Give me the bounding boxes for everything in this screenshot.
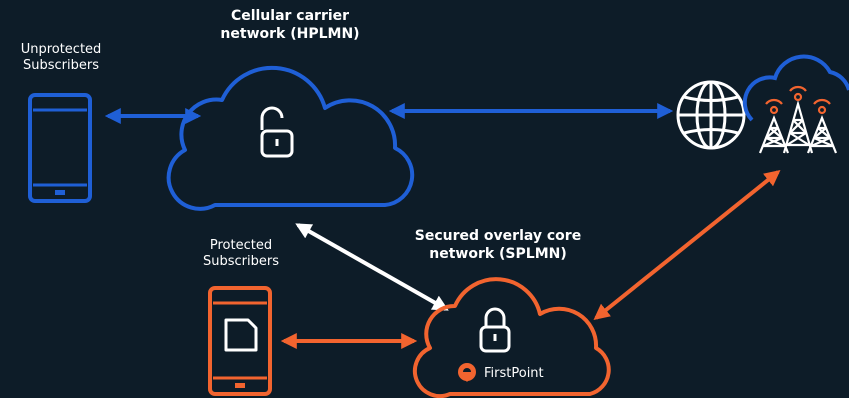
- cloud-icon: [412, 277, 611, 398]
- unprotected-label-line1: Unprotected: [20, 42, 102, 57]
- protected-label-line1: Protected: [209, 238, 273, 253]
- locked-padlock-icon: [479, 307, 511, 353]
- hplmn-label-line1: Cellular carrier: [230, 8, 350, 24]
- hplmn-splmn-arrow: [295, 223, 449, 311]
- unprotected-label: Unprotected Subscribers: [0, 42, 122, 75]
- splmn-label-line1: Secured overlay core: [414, 228, 582, 244]
- unprotected-label-line2: Subscribers: [23, 58, 99, 74]
- splmn-towers-arrow: [593, 169, 781, 321]
- sim-card-icon: [224, 318, 258, 352]
- protected-label-line2: Subscribers: [203, 254, 279, 270]
- firstpoint-logo-icon: [458, 363, 476, 382]
- cell-tower-icon: [758, 85, 838, 154]
- unlocked-padlock-icon: [260, 106, 294, 158]
- protected-label: Protected Subscribers: [180, 238, 302, 271]
- splmn-label: Secured overlay core network (SPLMN): [398, 228, 598, 263]
- phone-icon: [28, 93, 92, 203]
- globe-icon: [676, 80, 746, 150]
- hplmn-label-line2: network (HPLMN): [220, 25, 360, 42]
- cloud-icon: [166, 65, 415, 211]
- towers-cloud-icon: [742, 54, 849, 122]
- splmn-label-line2: network (SPLMN): [429, 245, 567, 262]
- brand-name: FirstPoint: [484, 366, 544, 381]
- hplmn-label: Cellular carrier network (HPLMN): [200, 8, 380, 43]
- phone-with-sim-icon: [208, 286, 272, 396]
